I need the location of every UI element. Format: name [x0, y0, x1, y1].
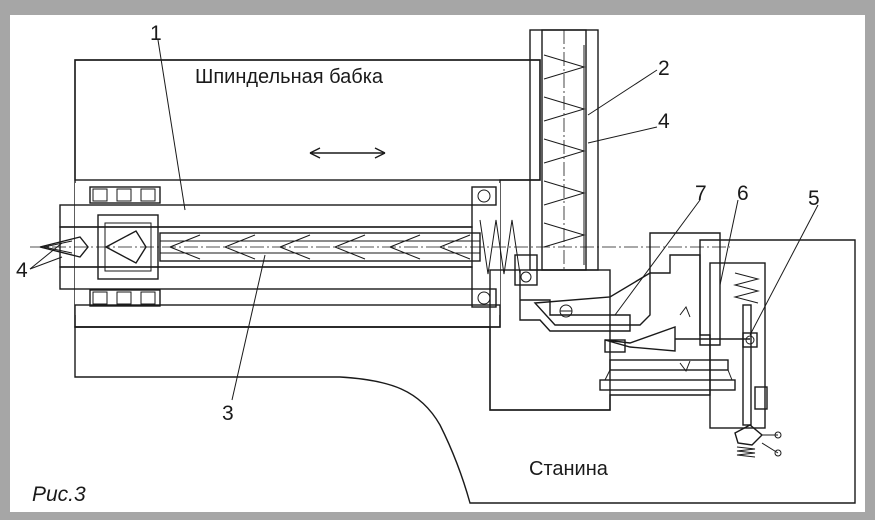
front-bearing-bottom: [89, 289, 161, 307]
guide-frame: [649, 232, 766, 429]
callout-2: 2: [658, 57, 670, 80]
callout-7: 7: [695, 182, 707, 205]
leader-lines: [29, 39, 819, 401]
headstock-body: [74, 59, 541, 328]
callout-5: 5: [808, 187, 820, 210]
callout-3: 3: [222, 402, 234, 425]
callout-4-magazine: 4: [658, 110, 670, 133]
callout-4-spindle: 4: [16, 259, 28, 282]
label-bed: Станина: [529, 458, 609, 480]
figure-caption: Рис.3: [32, 483, 86, 506]
callout-1: 1: [150, 22, 162, 45]
label-headstock: Шпиндельная бабка: [195, 66, 384, 88]
adjust-screw: [599, 305, 750, 391]
shift-lever: [533, 271, 651, 326]
callout-6: 6: [737, 182, 749, 205]
technical-drawing: Шпиндельная бабка Станина Рис.3 1 2 4 7 …: [16, 22, 856, 506]
drawing-canvas: Шпиндельная бабка Станина Рис.3 1 2 4 7 …: [10, 15, 865, 512]
rear-bearing-top: [471, 186, 497, 206]
front-bearing-top: [89, 186, 161, 204]
motion-arrow: [309, 147, 386, 159]
machine-bed: [74, 239, 856, 504]
spring-mechanism: [733, 272, 782, 458]
